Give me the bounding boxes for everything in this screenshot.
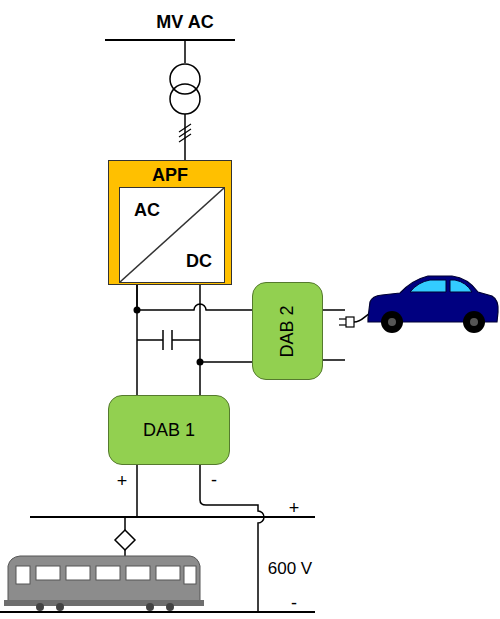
wire — [137, 285, 252, 310]
wire — [184, 40, 186, 63]
electric-car — [368, 276, 498, 333]
transformer-winding — [170, 84, 200, 114]
box-label: AC — [134, 200, 160, 221]
mv-bus — [105, 39, 235, 41]
voltage-label: 600 V — [268, 559, 312, 579]
bus-label: MV AC — [156, 12, 213, 33]
dc-link-connector — [137, 285, 252, 362]
polarity-label: + — [117, 471, 128, 492]
wire — [200, 465, 264, 612]
box-label: DAB 1 — [143, 420, 195, 441]
box-heading: APF — [152, 165, 188, 186]
transformer-winding — [170, 64, 200, 94]
plug-symbol — [339, 312, 372, 327]
tram — [4, 517, 204, 611]
polarity-label: + — [289, 498, 300, 519]
wire — [323, 310, 345, 360]
dc-link-connector — [137, 285, 200, 395]
box-label: DC — [186, 251, 212, 272]
converter-box: APF AC DC — [108, 160, 232, 285]
polarity-label: - — [291, 593, 297, 614]
box-label: DAB 2 — [277, 305, 298, 357]
wire — [200, 361, 252, 363]
wire — [136, 465, 138, 517]
wire — [199, 285, 201, 395]
capacitor-symbol — [137, 330, 200, 350]
dab-converter-box: DAB 2 — [252, 282, 323, 380]
dab-converter-box: DAB 1 — [108, 395, 230, 465]
rail — [0, 611, 315, 613]
polarity-label: - — [211, 470, 217, 491]
ac-dc-converter: AC DC — [119, 187, 225, 283]
three-phase-mark — [179, 124, 191, 142]
overhead-line — [30, 516, 315, 518]
